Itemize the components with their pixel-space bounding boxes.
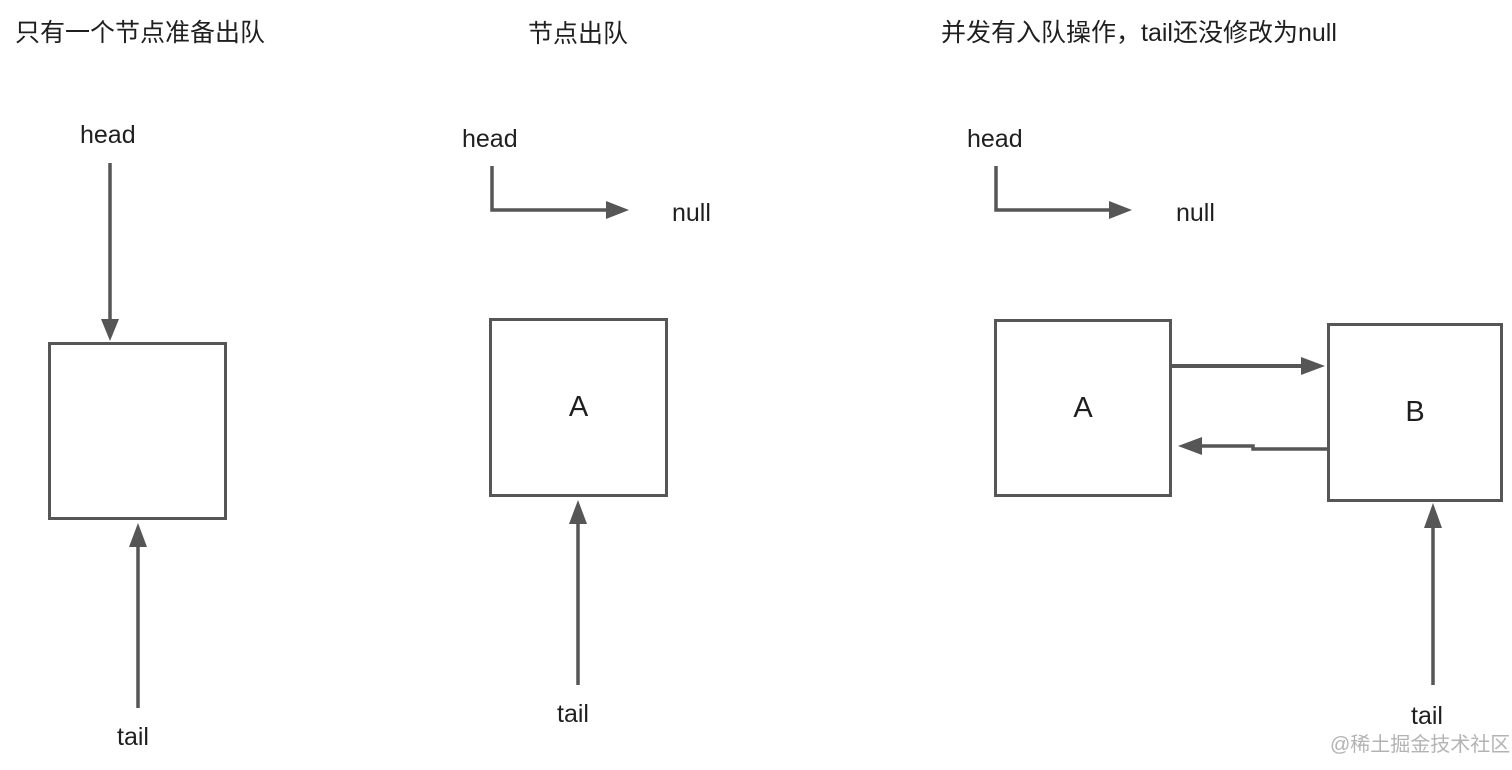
panel3-node-a-label: A	[1073, 391, 1093, 424]
panel1-node-box	[48, 342, 227, 520]
panel3-title: 并发有入队操作，tail还没修改为null	[941, 19, 1337, 47]
panel2-head-arrow	[490, 166, 629, 219]
panel3-node-a-box: A	[994, 319, 1172, 497]
panel3-b-to-a-arrow	[1178, 437, 1327, 455]
panel2-node-label: A	[568, 391, 589, 423]
panel1-tail-label: tail	[117, 723, 149, 751]
watermark: @稀土掘金技术社区	[1330, 734, 1511, 756]
panel3-tail-label: tail	[1411, 702, 1443, 730]
panel3-a-to-b-arrow	[1171, 357, 1325, 375]
panel3-head-arrow	[994, 166, 1132, 219]
panel3-null-label: null	[1176, 199, 1215, 227]
panel1-head-label: head	[80, 121, 136, 149]
panel1-head-arrow	[101, 163, 119, 341]
panel2-node-box: A	[489, 318, 668, 497]
panel3-head-label: head	[967, 125, 1023, 153]
panel1-title: 只有一个节点准备出队	[15, 19, 266, 47]
panel2-head-label: head	[462, 125, 518, 153]
panel2-tail-label: tail	[557, 700, 589, 728]
panel1-tail-arrow	[129, 523, 147, 708]
panel3-node-b-label: B	[1405, 396, 1425, 428]
panel2-tail-arrow	[569, 500, 587, 685]
panel2-null-label: null	[672, 199, 711, 227]
panel3-tail-arrow	[1424, 503, 1442, 685]
panel2-title: 节点出队	[528, 20, 629, 48]
panel3-node-b-box: B	[1327, 323, 1503, 502]
